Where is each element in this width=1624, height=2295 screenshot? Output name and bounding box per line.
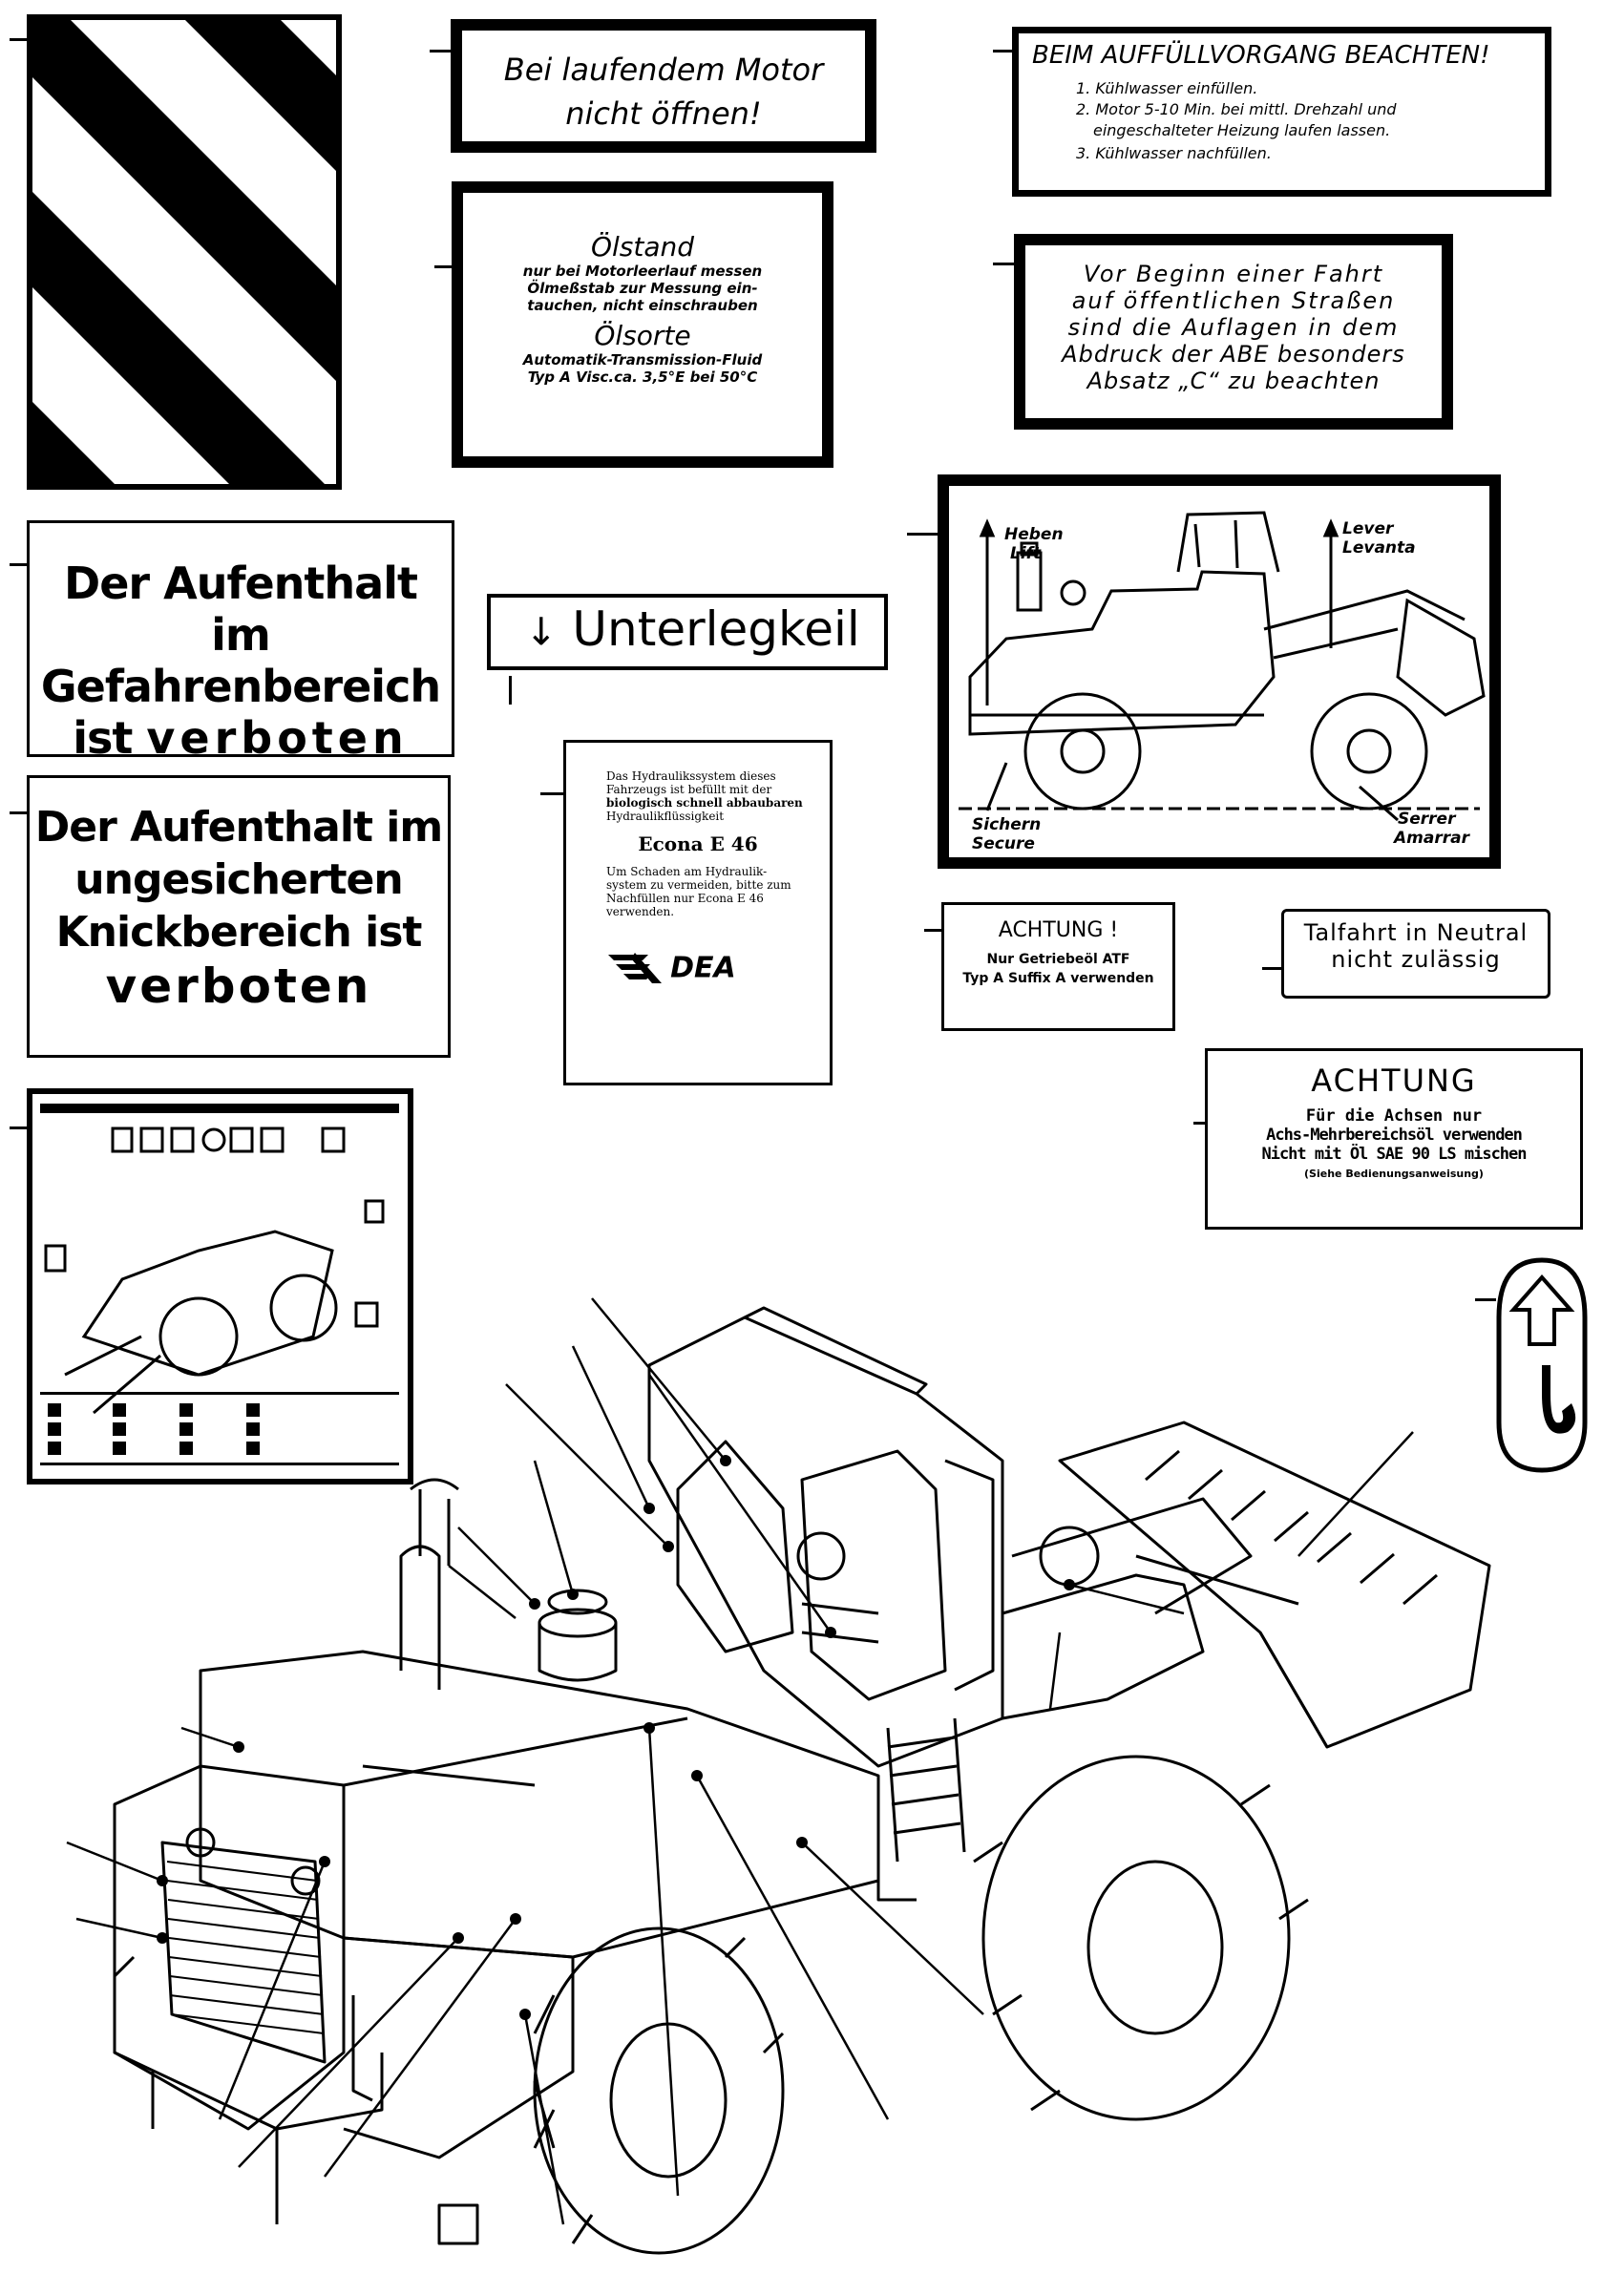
- lift-label-lever: Lever: [1342, 519, 1395, 538]
- coolant-fill-title: BEIM AUFFÜLLVORGANG BEACHTEN!: [1032, 41, 1490, 70]
- articulation-zone-line1: Der Aufenthalt im: [34, 803, 443, 852]
- hazard-stripes-icon: [27, 14, 342, 490]
- axle-oil-line2: Achs-Mehrbereichsöl verwenden: [1266, 1126, 1523, 1145]
- hydraulic-fluid-p3: biologisch schnell abbaubaren: [606, 796, 803, 810]
- axle-oil-line3: Nicht mit Öl SAE 90 LS mischen: [1261, 1145, 1527, 1164]
- oil-level-text1: nur bei Motorleerlauf messen: [522, 263, 763, 280]
- coolant-fill-sign: BEIM AUFFÜLLVORGANG BEACHTEN! 1. Kühlwas…: [1012, 27, 1551, 197]
- articulation-zone-line3: Knickbereich ist: [55, 908, 423, 957]
- wheel-loader-drawing: [57, 1270, 1508, 2272]
- lifting-hook-icon: [1496, 1257, 1588, 1473]
- articulation-zone-line2: ungesicherten: [74, 855, 403, 904]
- axle-oil-line4: (Siehe Bedienungsanweisung): [1304, 1168, 1484, 1180]
- down-arrow-icon: ↓: [525, 610, 558, 655]
- secure-label-serrer: Serrer: [1398, 810, 1457, 829]
- danger-zone-line2: Gefahrenbereich: [40, 661, 441, 712]
- gear-oil-title: ACHTUNG !: [998, 918, 1119, 942]
- wheel-chock-text: Unterlegkeil: [572, 601, 860, 657]
- wheel-chock-sign: ↓ Unterlegkeil: [487, 594, 888, 670]
- dea-logo-text: DEA: [670, 951, 736, 985]
- danger-zone-verboten: verboten: [146, 712, 409, 764]
- lifting-hook-sign: [1489, 1251, 1594, 1480]
- secure-label-amarrar: Amarrar: [1392, 829, 1471, 848]
- motor-warning-line1: Bei laufendem Motor: [503, 52, 824, 88]
- downhill-neutral-sign: Talfahrt in Neutral nicht zulässig: [1281, 909, 1550, 999]
- oil-type-title: Ölsorte: [594, 320, 691, 351]
- hydraulic-fluid-p2: Fahrzeugs ist befüllt mit der: [606, 783, 772, 796]
- axle-oil-title: ACHTUNG: [1311, 1063, 1477, 1099]
- motor-warning-sign: Bei laufendem Motor nicht öffnen!: [451, 19, 876, 153]
- lift-points-loader-drawing: Heben Lift Lever Levanta Sichern Secure …: [959, 511, 1486, 853]
- lift-label-levanta: Levanta: [1342, 538, 1416, 558]
- coolant-fill-step1: 1. Kühlwasser einfüllen.: [1076, 79, 1258, 97]
- public-road-line2: auf öffentlichen Straßen: [1071, 287, 1396, 314]
- wheel-chock-label: ↓ Unterlegkeil: [525, 601, 884, 657]
- secure-label-secure: Secure: [972, 834, 1035, 853]
- lift-points-sign: Heben Lift Lever Levanta Sichern Secure …: [938, 474, 1501, 869]
- motor-warning-line2: nicht öffnen!: [565, 95, 762, 132]
- secure-label-sichern: Sichern: [972, 815, 1041, 834]
- lift-label-heben: Heben: [1004, 525, 1064, 544]
- danger-zone-line3: ist verboten: [30, 712, 452, 764]
- hydraulic-fluid-p7: Nachfüllen nur Econa E 46: [606, 892, 764, 905]
- hazard-stripes-sign: [27, 14, 342, 490]
- hydraulic-fluid-p4: Hydraulikflüssigkeit: [606, 810, 725, 823]
- public-road-sign: Vor Beginn einer Fahrt auf öffentlichen …: [1014, 234, 1453, 430]
- maintenance-chart-sign: [27, 1088, 413, 1484]
- gear-oil-line1: Nur Getriebeöl ATF: [986, 952, 1130, 967]
- gear-oil-line2: Typ A Suffix A verwenden: [962, 971, 1154, 986]
- hydraulic-fluid-p8: verwenden.: [606, 905, 675, 918]
- dea-wing-icon: [608, 953, 662, 983]
- downhill-neutral-line2: nicht zulässig: [1331, 946, 1501, 973]
- danger-zone-line1: Der Aufenthalt im: [64, 558, 418, 661]
- hydraulic-fluid-product: Econa E 46: [638, 832, 758, 855]
- articulation-zone-sign: Der Aufenthalt im ungesicherten Knickber…: [27, 775, 451, 1058]
- wheel-loader-illustration: [66, 1297, 1491, 2255]
- hydraulic-fluid-p1: Das Hydraulikssystem dieses: [606, 769, 776, 783]
- oil-type-text2: Typ A Visc.ca. 3,5°E bei 50°C: [527, 368, 758, 386]
- public-road-line4: Abdruck der ABE besonders: [1062, 341, 1405, 368]
- axle-oil-sign: ACHTUNG Für die Achsen nur Achs-Mehrbere…: [1205, 1048, 1583, 1230]
- oil-level-text3: tauchen, nicht einschrauben: [527, 297, 758, 314]
- maintenance-chart-icon: [27, 1088, 413, 1484]
- lift-label-lift: Lift: [1010, 544, 1042, 563]
- danger-zone-sign: Der Aufenthalt im Gefahrenbereich ist ve…: [27, 520, 454, 764]
- hydraulic-fluid-p5: Um Schaden am Hydraulik-: [606, 865, 768, 878]
- coolant-fill-step3: 3. Kühlwasser nachfüllen.: [1076, 144, 1272, 162]
- oil-level-text2: Ölmeßstab zur Messung ein-: [527, 280, 758, 297]
- public-road-line1: Vor Beginn einer Fahrt: [1083, 261, 1384, 287]
- axle-oil-line1: Für die Achsen nur: [1305, 1106, 1483, 1126]
- danger-zone-ist: ist: [73, 712, 147, 764]
- hydraulic-fluid-p6: system zu vermeiden, bitte zum: [606, 878, 791, 892]
- articulation-zone-line4: verboten: [105, 958, 372, 1014]
- coolant-fill-step2a: 2. Motor 5-10 Min. bei mittl. Drehzahl u…: [1076, 100, 1397, 118]
- gear-oil-sign: ACHTUNG ! Nur Getriebeöl ATF Typ A Suffi…: [941, 902, 1175, 1031]
- dea-logo: DEA: [606, 951, 830, 985]
- oil-level-title: Ölstand: [590, 231, 695, 263]
- oil-level-sign: Ölstand nur bei Motorleerlauf messen Ölm…: [452, 181, 833, 468]
- public-road-line3: sind die Auflagen in dem: [1067, 314, 1400, 341]
- downhill-neutral-line1: Talfahrt in Neutral: [1303, 919, 1529, 946]
- hydraulic-fluid-sign: Das Hydraulikssystem dieses Fahrzeugs is…: [563, 740, 833, 1085]
- public-road-line5: Absatz „C“ zu beachten: [1086, 368, 1381, 394]
- coolant-fill-step2b: eingeschalteter Heizung laufen lassen.: [1093, 121, 1391, 139]
- oil-type-text1: Automatik-Transmission-Fluid: [522, 351, 763, 368]
